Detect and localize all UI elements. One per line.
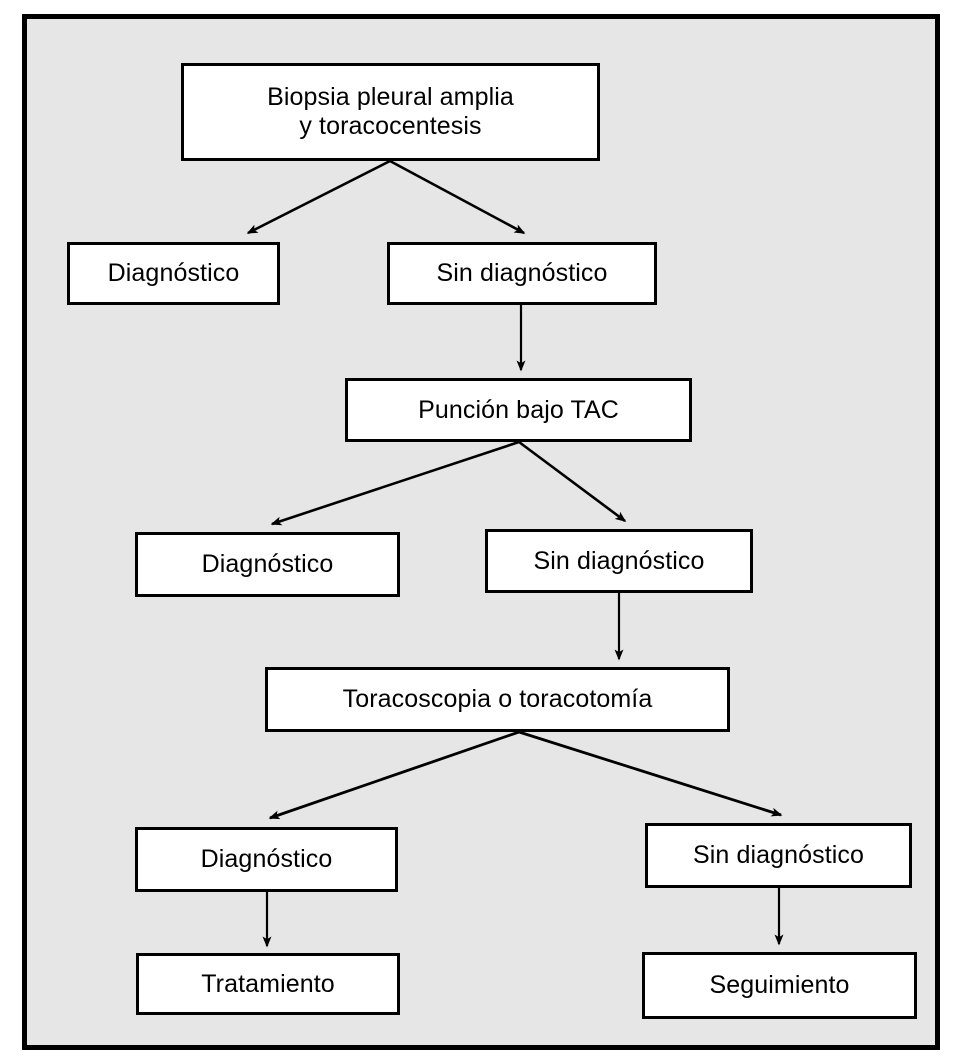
node-tratamiento[interactable]: Tratamiento: [136, 953, 400, 1015]
node-label: Sin diagnóstico: [692, 841, 865, 869]
node-label: Diagnóstico: [201, 550, 334, 578]
node-seguimiento[interactable]: Seguimiento: [642, 952, 917, 1019]
node-diagnostico-1[interactable]: Diagnóstico: [67, 242, 280, 305]
node-sin-diagnostico-3[interactable]: Sin diagnóstico: [645, 823, 912, 888]
node-label: Diagnóstico: [200, 845, 333, 873]
node-label: Diagnóstico: [107, 259, 240, 287]
node-diagnostico-2[interactable]: Diagnóstico: [135, 532, 400, 597]
node-label: Sin diagnóstico: [436, 259, 608, 287]
node-toracoscopia-o-toracotomia[interactable]: Toracoscopia o toracotomía: [265, 667, 730, 732]
node-label: Biopsia pleural amplia y toracocentesis: [267, 83, 514, 140]
node-biopsia-pleural-amplia-y-toracocentesis[interactable]: Biopsia pleural amplia y toracocentesis: [181, 63, 600, 161]
node-label: Tratamiento: [201, 969, 335, 998]
node-sin-diagnostico-2[interactable]: Sin diagnóstico: [485, 529, 753, 593]
node-label: Seguimiento: [709, 971, 850, 999]
node-sin-diagnostico-1[interactable]: Sin diagnóstico: [387, 242, 657, 305]
node-label: Punción bajo TAC: [418, 395, 619, 424]
node-label: Toracoscopia o toracotomía: [342, 685, 653, 713]
node-label: Sin diagnóstico: [533, 546, 705, 575]
node-puncion-bajo-tac[interactable]: Punción bajo TAC: [345, 378, 692, 442]
node-diagnostico-3[interactable]: Diagnóstico: [135, 827, 398, 892]
